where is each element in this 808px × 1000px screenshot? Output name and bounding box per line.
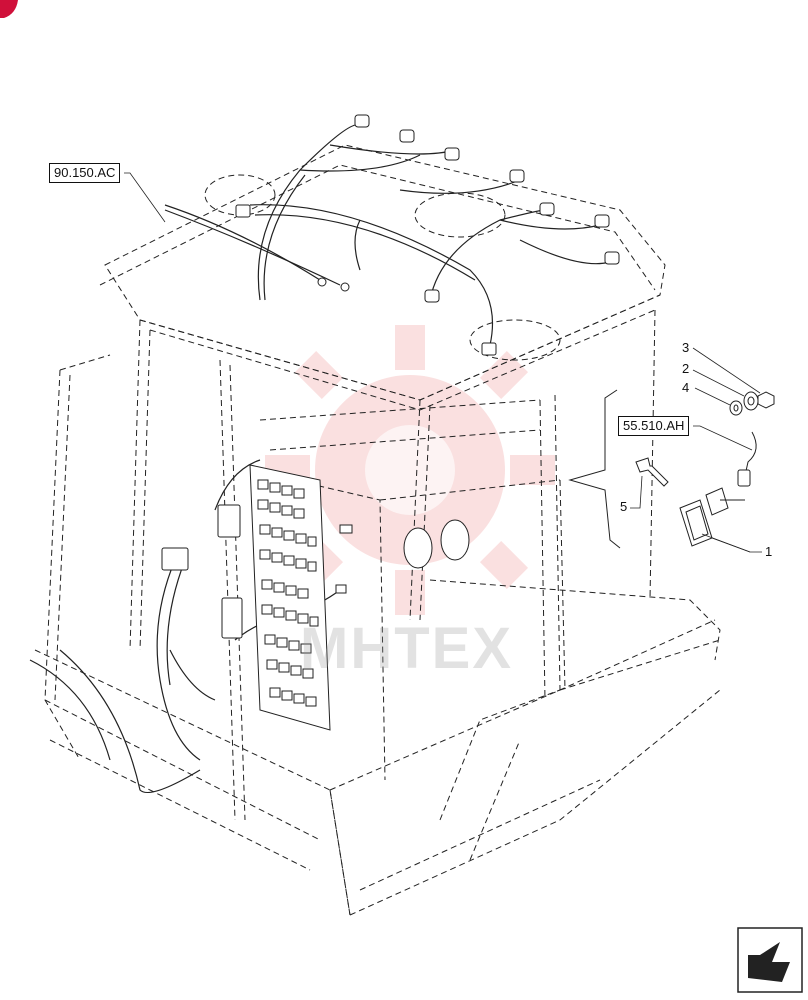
side-connectors (161, 504, 243, 639)
corner-badge-icon (0, 0, 18, 18)
callout-5: 5 (620, 499, 628, 514)
harness-reference-label[interactable]: 90.150.AC (49, 163, 121, 183)
detail-parts (635, 391, 775, 547)
detail-bracket (568, 389, 621, 549)
callout-4: 4 (682, 380, 690, 395)
fuse-relay-board (249, 464, 331, 731)
nut-part (757, 391, 775, 409)
bolt-part (635, 457, 669, 487)
roof-connectors (235, 114, 620, 356)
callout-1: 1 (765, 544, 773, 559)
callout-2: 2 (682, 361, 690, 376)
callout-3: 3 (682, 340, 690, 355)
next-page-arrow-icon[interactable] (737, 927, 803, 993)
leader-lines (124, 172, 762, 553)
cab-outline (34, 144, 721, 916)
panel-switches (335, 519, 470, 594)
watermark-text: MHTEX (300, 616, 513, 681)
detail-reference-label[interactable]: 55.510.AH (618, 416, 690, 436)
